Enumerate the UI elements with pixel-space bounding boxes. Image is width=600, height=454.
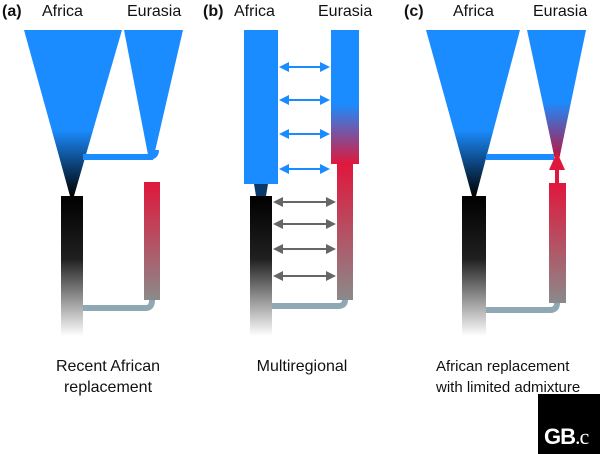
panel-c-africa-modern-cone [426,30,520,196]
panel-b-africa-funnel [254,184,268,196]
panel-b-eurasia-label: Eurasia [318,3,373,20]
panel-a-ancestral-link [83,299,155,311]
panel-b-letter: (b) [203,3,224,20]
panel-b-africa-label: Africa [234,3,275,20]
panel-c-caption-line2: with limited admixture [436,379,581,396]
panel-c-africa-archaic-stem [462,196,486,336]
panel-a-africa-archaic-stem [61,196,83,336]
panel-a-caption-line2: replacement [63,379,153,396]
panel-a-eurasia-modern-cone [124,30,183,160]
panel-a-eurasia-label: Eurasia [127,3,182,20]
panel-c-admixture-arrowhead [549,152,565,170]
panel-c-eurasia-label: Eurasia [533,3,588,20]
panel-c-africa-label: Africa [453,3,494,20]
panel-a [24,30,183,336]
panel-b-ancestral-link [272,299,348,309]
publisher-logo-text: GB.c [544,424,589,450]
publisher-logo: GB.c [538,394,600,454]
panel-b-eurasia-archaic-stem [337,164,353,300]
publisher-logo-tail: .c [575,424,589,449]
panel-b-caption-line1: Multiregional [256,358,348,375]
panel-a-caption: Recent African replacement [28,356,188,398]
panel-c-eurasia-archaic-stem [549,183,566,303]
panel-c-eurasia-modern-cone [527,30,586,160]
panel-b [244,30,359,336]
panel-c-letter: (c) [404,3,424,20]
panel-b-caption: Multiregional [222,356,382,377]
panel-a-africa-label: Africa [42,3,83,20]
panel-c-caption: African replacement with limited admixtu… [436,356,600,398]
panel-b-eurasia-modern-column [331,30,359,164]
panel-a-caption-line1: Recent African [55,358,161,375]
panel-c-caption-line1: African replacement [436,358,570,375]
panel-c-ancestral-link [486,302,560,313]
panel-a-eurasia-archaic-stem [144,182,160,300]
panel-b-africa-modern-column [244,30,278,184]
panel-c [426,30,586,336]
panel-a-africa-modern-cone [24,30,122,196]
panel-b-africa-archaic-stem [250,196,272,336]
publisher-logo-main: GB [544,424,576,449]
panel-a-migration-link [83,149,159,160]
panel-a-letter: (a) [2,3,22,20]
